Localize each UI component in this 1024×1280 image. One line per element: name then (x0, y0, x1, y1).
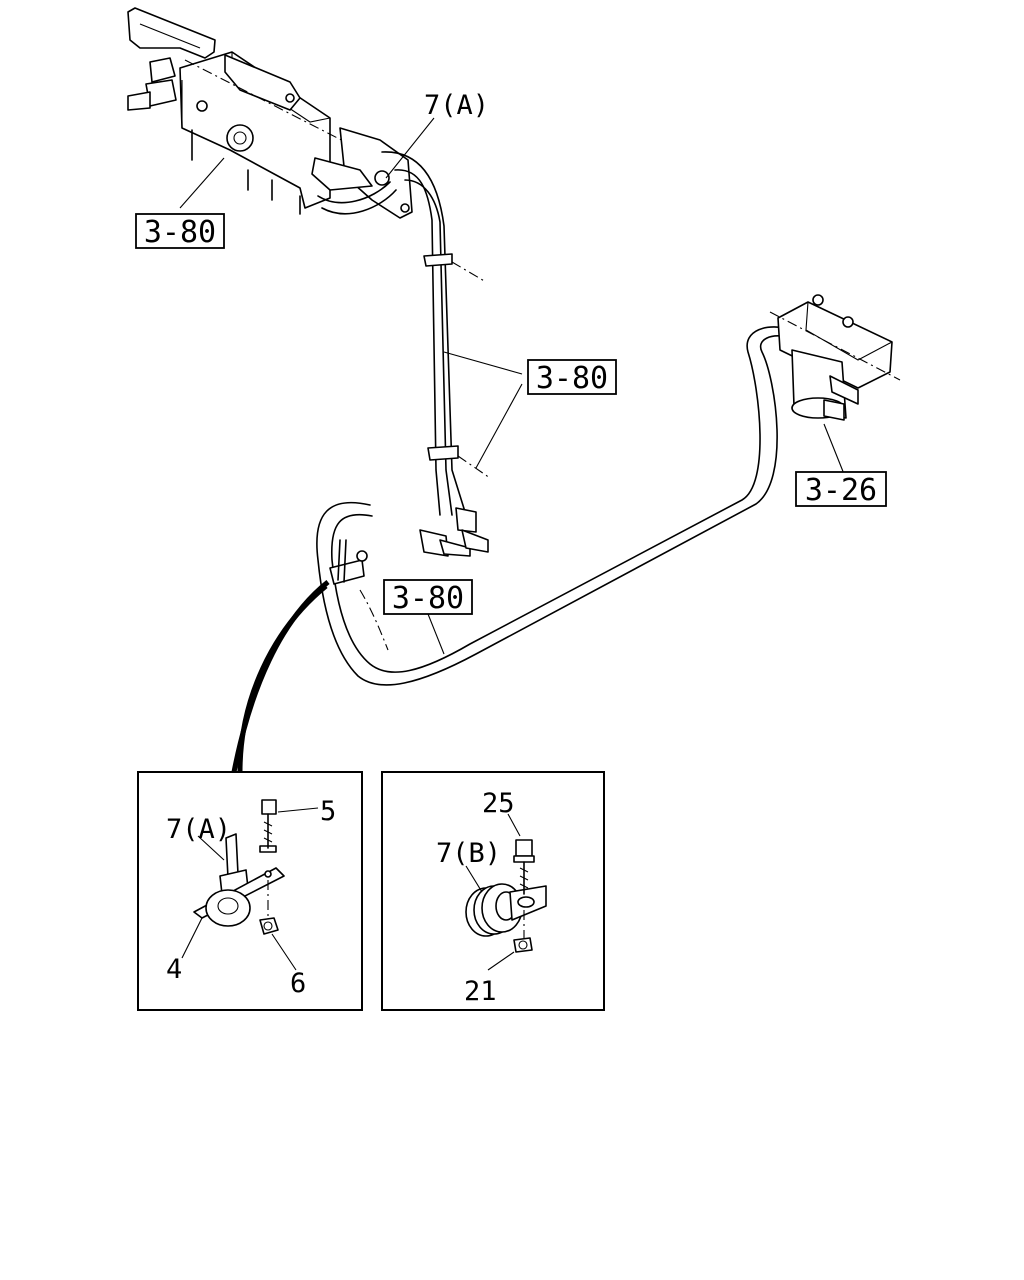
callout-a-nut: 6 (290, 968, 306, 999)
ref-label-upper-left: 3-80 (144, 215, 216, 250)
callout-b-nut: 21 (464, 976, 497, 1007)
callout-a-bolt: 5 (320, 796, 336, 827)
callout-a-clip: 7(A) (166, 814, 231, 845)
callout-a-bracket: 4 (166, 954, 182, 985)
upper-valve-assembly (127, 7, 413, 219)
callout-top-clip: 7(A) (424, 90, 489, 121)
callout-b-bolt: 25 (482, 788, 515, 819)
ref-label-middle: 3-80 (536, 361, 608, 396)
right-valve-assembly (769, 294, 901, 421)
detail-panel-a: 7(A) 5 4 6 (137, 771, 363, 1011)
ref-label-right: 3-26 (805, 473, 877, 508)
leader-lines (179, 117, 845, 773)
ref-box-right: 3-26 (795, 471, 887, 508)
callout-b-clip: 7(B) (436, 838, 501, 869)
detail-panel-b: 25 7(B) 21 (381, 771, 605, 1011)
ref-box-upper-left: 3-80 (135, 213, 225, 250)
ref-box-lower: 3-80 (383, 579, 473, 616)
pipe-routing (316, 151, 793, 686)
ref-label-lower: 3-80 (392, 581, 464, 616)
ref-box-middle: 3-80 (527, 359, 617, 396)
